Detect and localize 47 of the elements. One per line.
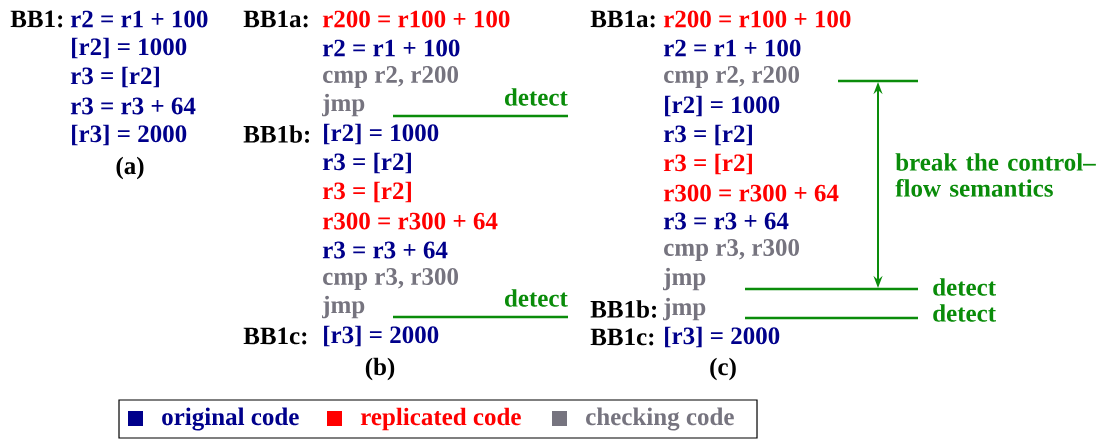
block-label: BB1a: (590, 10, 655, 28)
block-label: BB1: (10, 10, 63, 28)
code-line: r3 = r3 + 64 (322, 241, 448, 259)
code-line: r3 = r3 + 64 (70, 97, 196, 115)
legend-text: replicated code (360, 407, 521, 431)
code-line: r2 = r1 + 100 (70, 10, 208, 28)
annotation-text: break the control– flow semantics (895, 153, 1096, 197)
code-line: [r2] = 1000 (324, 123, 439, 145)
code-line: cmp r3, r300 (664, 239, 800, 261)
code-line: r3 = r3 + 64 (663, 212, 789, 230)
detect-label: detect (933, 278, 996, 296)
code-line: r3 = [r2] (663, 124, 752, 146)
code-line: cmp r3, r300 (323, 268, 458, 290)
block-label: BB1b: (590, 300, 657, 318)
code-line: jmp (322, 93, 365, 117)
code-line: jmp (322, 295, 365, 319)
code-line: r3 = [r2] (322, 152, 411, 174)
detect-label: detect (933, 304, 996, 322)
panel-label: (c) (710, 357, 736, 381)
code-line: [r3] = 2000 (72, 124, 187, 146)
code-line: r2 = r1 + 100 (663, 39, 801, 57)
code-line: jmp (663, 267, 706, 291)
code-line: cmp r2, r200 (664, 66, 800, 88)
code-line: r300 = r300 + 64 (663, 184, 839, 202)
panel-label: (a) (116, 156, 144, 180)
code-line: r300 = r300 + 64 (322, 212, 498, 230)
code-line: r200 = r100 + 100 (663, 10, 851, 28)
legend-text: checking code (586, 407, 734, 431)
code-line: [r3] = 2000 (665, 326, 780, 348)
code-line: r3 = [r2] (322, 181, 411, 203)
code-line: r200 = r100 + 100 (322, 10, 510, 28)
block-label: BB1c: (590, 328, 654, 346)
detect-label: detect (505, 88, 568, 106)
code-line: r3 = [r2] (70, 66, 159, 88)
code-line: [r3] = 2000 (324, 325, 439, 347)
block-label: BB1b: (243, 125, 310, 143)
code-line: r2 = r1 + 100 (322, 39, 460, 57)
detect-label: detect (505, 289, 568, 307)
code-line: [r2] = 1000 (72, 37, 187, 59)
code-line: r3 = [r2] (663, 153, 752, 175)
block-label: BB1c: (243, 327, 307, 345)
panel-label: (b) (365, 357, 395, 381)
code-line: jmp (663, 297, 706, 321)
block-label: BB1a: (243, 10, 308, 28)
code-line: [r2] = 1000 (665, 95, 780, 117)
code-line: cmp r2, r200 (323, 66, 458, 88)
legend-text: original code (162, 407, 299, 431)
